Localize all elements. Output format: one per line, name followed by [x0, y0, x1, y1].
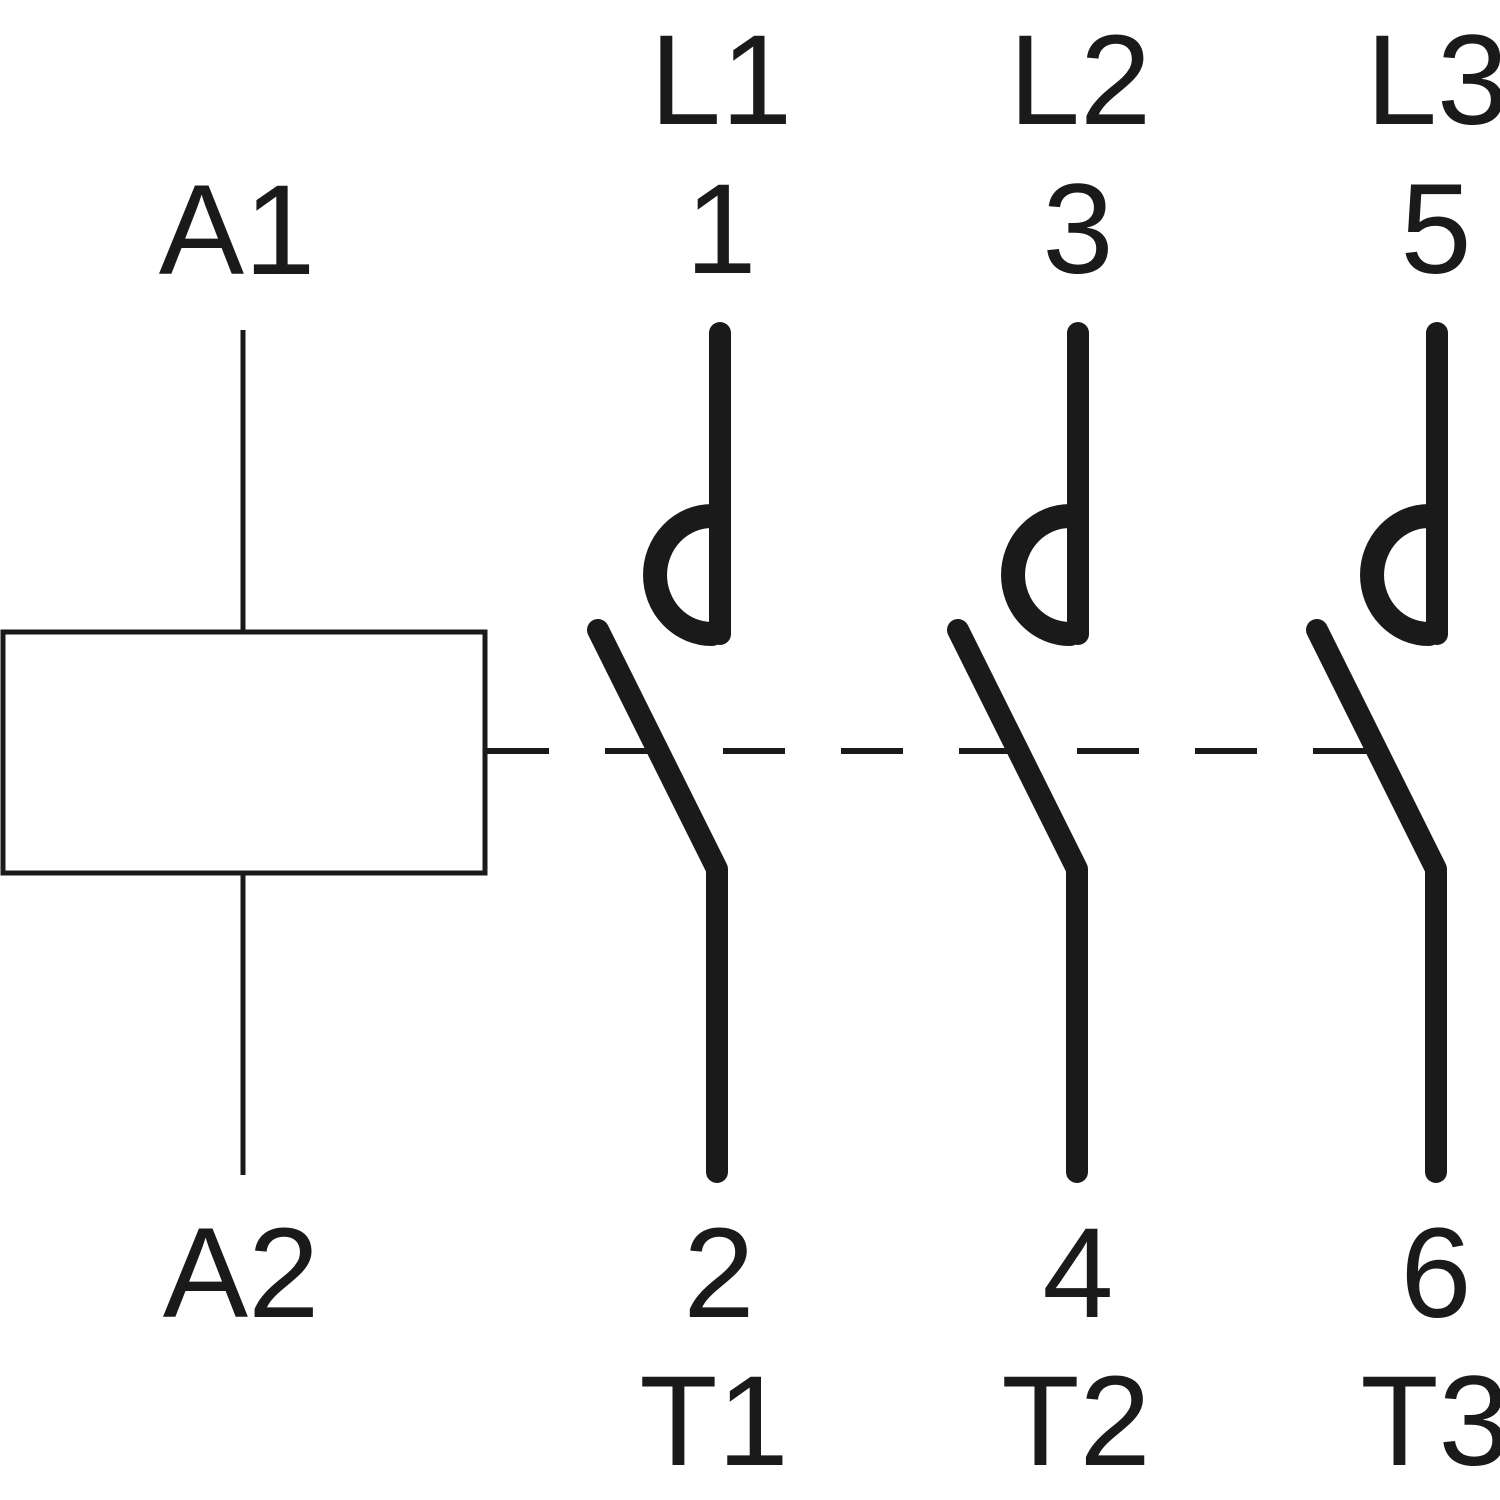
pole-1: L1 1 2 T1	[587, 9, 792, 1493]
pole-1-input-terminal: 1	[685, 158, 756, 301]
pole-3: L3 5 6 T3	[1306, 9, 1500, 1493]
pole-2-moving-contact	[947, 619, 1088, 1183]
coil-body	[0, 629, 488, 876]
pole-1-fixed-contact	[643, 504, 724, 646]
pole-3-input-terminal: 5	[1400, 158, 1471, 301]
pole-2-output-terminal: 4	[1042, 1202, 1113, 1345]
coil-terminal-a2: A2	[163, 1202, 320, 1345]
coil-terminal-a1: A1	[159, 159, 316, 302]
pole-3-load-label: T3	[1360, 1350, 1500, 1493]
pole-1-load-label: T1	[639, 1350, 788, 1493]
pole-1-output-terminal: 2	[683, 1202, 754, 1345]
pole-1-line-label: L1	[650, 9, 792, 152]
pole-3-line-label: L3	[1366, 9, 1500, 152]
pole-2-fixed-contact	[1001, 504, 1082, 646]
pole-2: L2 3 4 T2	[947, 9, 1151, 1493]
coil: A1 A2	[0, 159, 488, 1345]
pole-3-fixed-contact	[1360, 504, 1441, 646]
pole-3-output-terminal: 6	[1400, 1202, 1471, 1345]
pole-3-moving-contact	[1306, 619, 1447, 1183]
pole-1-moving-contact	[587, 619, 728, 1183]
pole-2-line-label: L2	[1009, 9, 1151, 152]
pole-2-input-terminal: 3	[1042, 158, 1113, 301]
pole-2-load-label: T2	[1001, 1350, 1150, 1493]
